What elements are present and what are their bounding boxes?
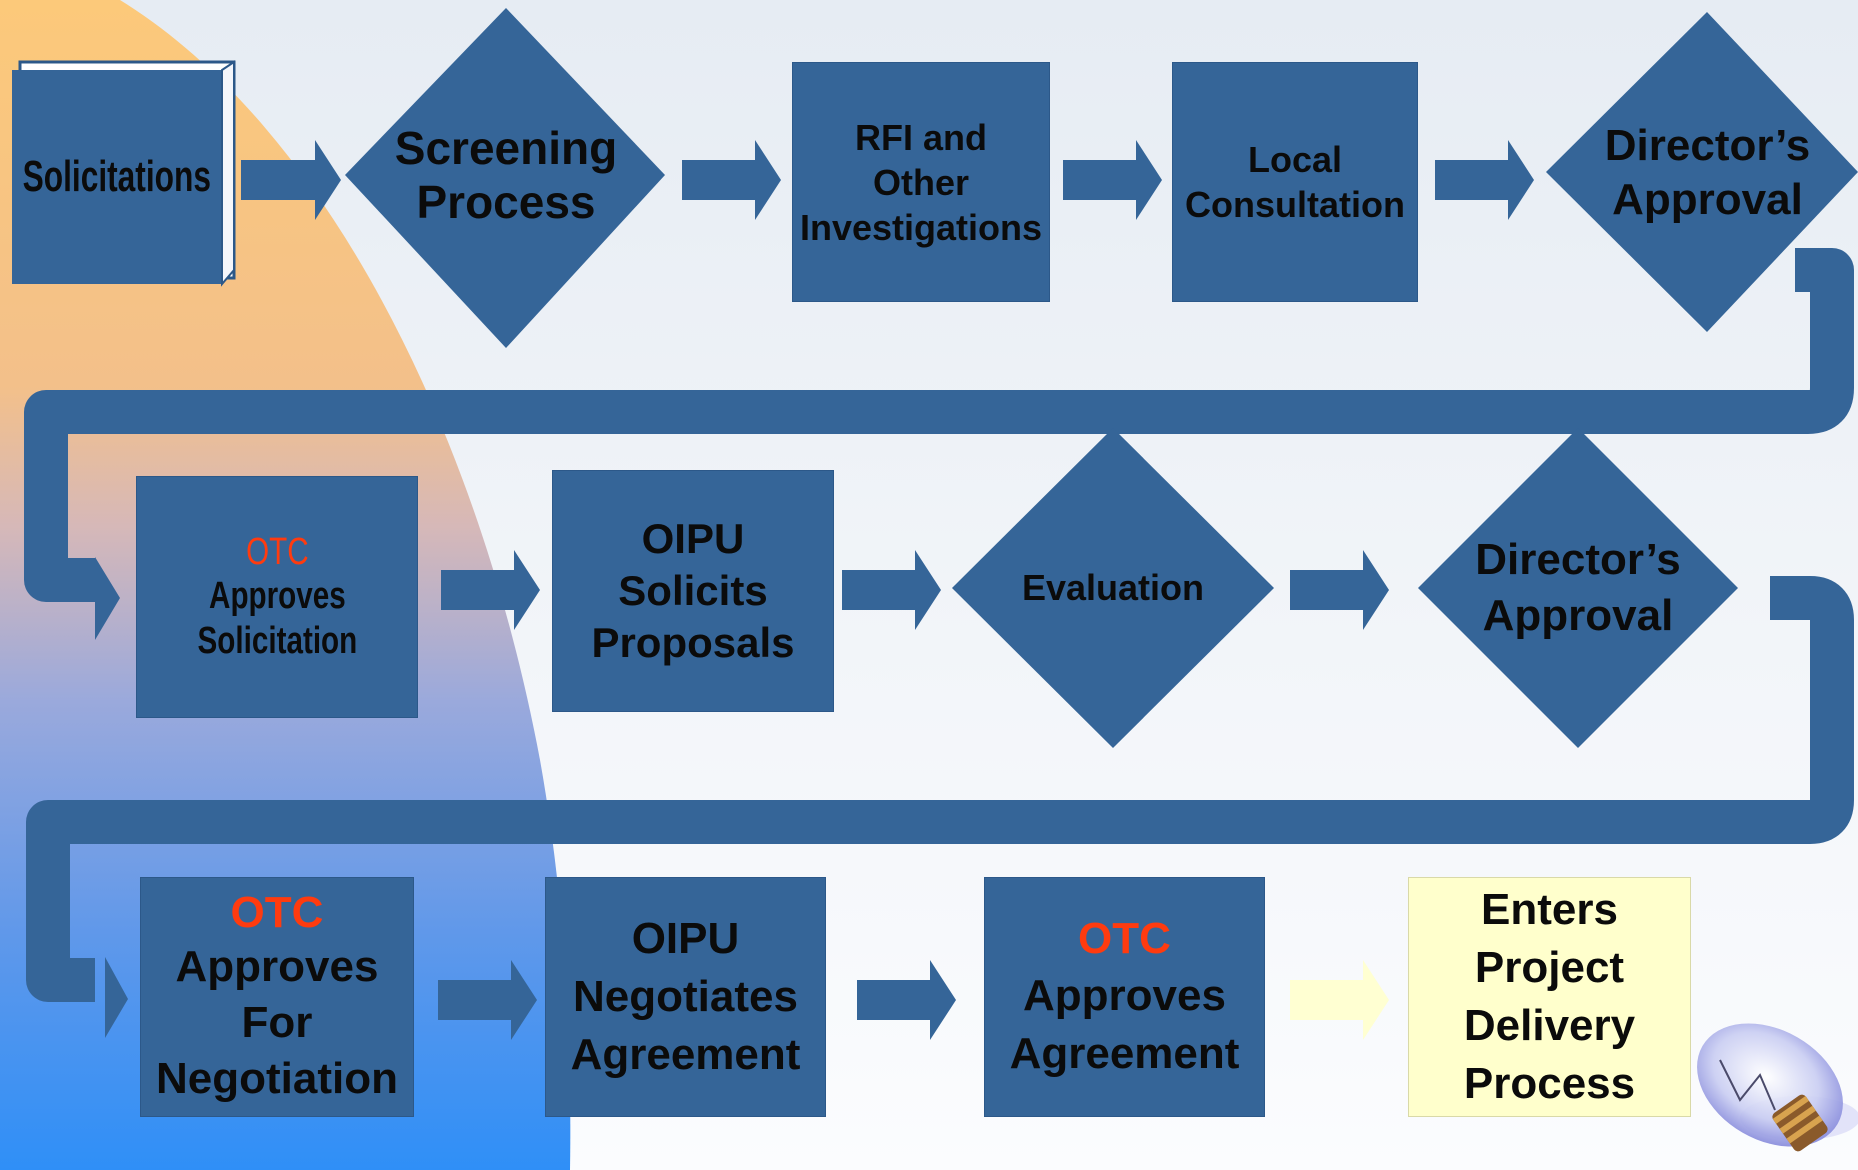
arrow-right-icon	[241, 140, 341, 220]
node-otc-approves-agreement-label: Approves Agreement	[1009, 971, 1240, 1078]
node-screening-label: Screening Process	[394, 122, 618, 228]
arrow-right-icon	[1435, 140, 1534, 220]
node-solicitations-label: Solicitations	[22, 152, 212, 201]
node-oipu-solicits-label: OIPU Solicits Proposals	[591, 515, 795, 666]
node-director-approval-2-label: Director’s Approval	[1475, 535, 1681, 640]
arrow-right-icon	[438, 960, 537, 1040]
connector-arrow-head	[105, 957, 128, 1038]
node-oipu-solicits: OIPU Solicits Proposals	[552, 470, 834, 712]
node-evaluation-label: Evaluation	[1021, 567, 1205, 608]
diamond-director-2	[1418, 428, 1738, 748]
node-otc-approves-solicitation: OTC Approves Solicitation	[136, 476, 418, 718]
connector-row2-row3	[26, 576, 1854, 1002]
node-director-approval-1-label: Director’s Approval	[1604, 120, 1811, 224]
arrow-right-icon	[1290, 550, 1389, 630]
arrow-right-icon	[1290, 960, 1389, 1040]
diamond-director-1	[1546, 12, 1858, 332]
arrow-right-icon	[682, 140, 781, 220]
node-enters-project-delivery-label: Enters Project Delivery Process	[1463, 885, 1636, 1108]
otc-label: OTC	[1078, 914, 1171, 963]
diamond-evaluation	[952, 428, 1274, 748]
node-otc-approves-negotiation: OTC Approves For Negotiation	[140, 877, 414, 1117]
otc-label: OTC	[245, 531, 309, 573]
node-otc-approves-solicitation-label: Approves Solicitation	[197, 575, 357, 662]
node-oipu-negotiates-label: OIPU Negotiates Agreement	[570, 914, 801, 1079]
arrow-right-icon	[857, 960, 956, 1040]
diamond-screening	[345, 8, 665, 348]
node-rfi: RFI and Other Investigations	[792, 62, 1050, 302]
node-oipu-negotiates: OIPU Negotiates Agreement	[545, 877, 826, 1117]
node-local-consultation-label: Local Consultation	[1185, 139, 1405, 225]
light-bulb-icon	[1697, 1023, 1858, 1152]
connector-row1-row2	[24, 248, 1854, 602]
node-otc-approves-negotiation-label: Approves For Negotiation	[156, 942, 398, 1103]
node-solicitations: Solicitations	[12, 70, 222, 284]
node-enters-project-delivery: Enters Project Delivery Process	[1408, 877, 1691, 1117]
node-rfi-label: RFI and Other Investigations	[799, 116, 1043, 248]
book-icon	[12, 60, 236, 287]
node-local-consultation: Local Consultation	[1172, 62, 1418, 302]
otc-label: OTC	[230, 888, 324, 937]
node-otc-approves-agreement: OTC Approves Agreement	[984, 877, 1265, 1117]
arrow-right-icon	[842, 550, 941, 630]
arrow-right-icon	[1063, 140, 1162, 220]
arrow-right-icon	[441, 550, 540, 630]
connector-arrow-head	[95, 557, 120, 640]
